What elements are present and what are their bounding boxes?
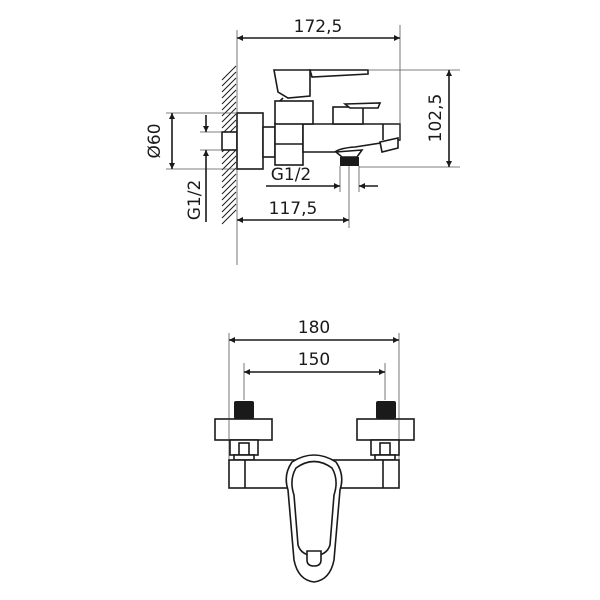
lever-button bbox=[306, 550, 322, 567]
dim-outlet-offset: 117,5 bbox=[269, 199, 318, 219]
lever-handle-inner bbox=[291, 460, 337, 557]
side-view: 172,5 102,5 Ø60 G1/2 G1/2 117,5 bbox=[145, 17, 460, 265]
dim-overall-depth: 172,5 bbox=[294, 17, 343, 37]
diverter-knob bbox=[332, 106, 364, 125]
right-inlet-thread bbox=[376, 401, 396, 419]
dim-outlet-thread: G1/2 bbox=[271, 165, 312, 185]
dim-inlet-spacing: 150 bbox=[298, 350, 330, 370]
diverter-lever bbox=[342, 102, 382, 109]
lever-arm bbox=[308, 69, 369, 78]
left-inlet-thread bbox=[234, 401, 254, 419]
lever-handle bbox=[273, 69, 311, 99]
left-escutcheon bbox=[214, 418, 273, 441]
dim-diameter: Ø60 bbox=[145, 123, 165, 158]
outlet-neck bbox=[333, 149, 364, 158]
spout-tip bbox=[379, 137, 399, 153]
escutcheon bbox=[236, 112, 264, 170]
dim-inlet-thread: G1/2 bbox=[185, 180, 205, 221]
cartridge-housing bbox=[274, 100, 314, 125]
dim-overall-width: 180 bbox=[298, 318, 330, 338]
inlet-pipe bbox=[221, 131, 238, 151]
outlet-thread bbox=[340, 157, 359, 166]
right-escutcheon bbox=[356, 418, 415, 441]
front-view: 180 150 bbox=[214, 318, 415, 583]
connector-nut bbox=[262, 126, 276, 158]
dim-height: 102,5 bbox=[426, 94, 446, 143]
